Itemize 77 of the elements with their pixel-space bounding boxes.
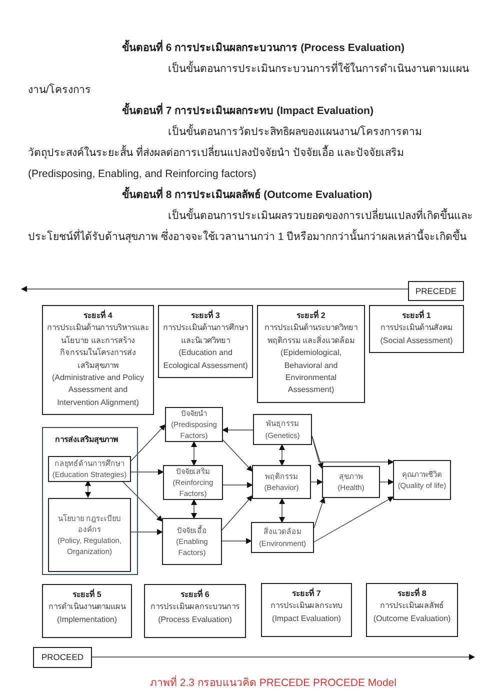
factor-box bbox=[48, 498, 131, 572]
box-text: (Implementation) bbox=[56, 614, 118, 626]
model-name: PROCEED bbox=[41, 651, 84, 664]
box-heading: ระยะที่ 1 bbox=[402, 310, 431, 322]
arrow bbox=[222, 495, 253, 530]
box-text: การประเมินด้านสังคม bbox=[380, 322, 452, 334]
factor-box bbox=[163, 465, 223, 500]
box-heading: ระยะที่ 8 bbox=[398, 588, 426, 600]
factor-box bbox=[162, 518, 222, 565]
section-heading: ขั้นตอนที่ 7 การประเมินผลกระทบ (Impact Evaluation) bbox=[28, 101, 473, 122]
arrow bbox=[130, 424, 166, 462]
box-text: (Administrative and Policy Assessment and Intervention Alignment) bbox=[50, 372, 146, 409]
arrow bbox=[130, 469, 164, 475]
phase-box bbox=[366, 583, 458, 637]
box-heading: ระยะที่ 7 bbox=[292, 588, 321, 600]
model-tag-box bbox=[408, 281, 464, 301]
box-text: การประเมินด้านการศึกษา และนิเวศวิทยา bbox=[163, 322, 248, 347]
factor-box bbox=[393, 460, 451, 500]
phase-box bbox=[261, 583, 352, 637]
box-heading: การส่งเสริมสุขภาพ bbox=[55, 434, 118, 446]
box-text: (Education and Ecological Assessment) bbox=[163, 347, 248, 372]
phase-box bbox=[144, 584, 246, 638]
box-text: การดำเนินงานตามแผน bbox=[48, 601, 126, 614]
group-box bbox=[42, 427, 138, 575]
factor-box bbox=[252, 465, 311, 499]
arrow bbox=[279, 498, 285, 523]
section-heading: ขั้นตอนที่ 6 การประเมินผลกระบวนการ (Process Evaluation) bbox=[28, 38, 473, 59]
factor-box bbox=[48, 456, 131, 482]
arrow bbox=[21, 286, 408, 292]
box-text: การประเมินด้านการบริหารและนโยบาย และการสร้างกิจกรรมในโครงการส่งเสริมสุขภาพ bbox=[47, 322, 149, 372]
box-text: (Epidemiological, Behavioral and Environmental Assessment) bbox=[280, 347, 342, 396]
model-name: PRECEDE bbox=[415, 284, 457, 298]
factor-box bbox=[251, 522, 314, 553]
box-text: การประเมินผลกระทบ bbox=[270, 600, 342, 612]
arrow bbox=[130, 529, 163, 535]
box-text: การประเมินผลลัพธ์ bbox=[380, 600, 444, 612]
paragraph: เป็นขั้นตอนการประเมินผลรวบยอดของการเปลี่ยนแปลงที่เกิดขึ้นและประโยชน์ที่ได้รับด้านสุขภาพ ซึ่งอาจจะใช้เวลานานกว่า 1 ปีหรือมากกว่านั้นกว่าผลเหล่านี้จะเกิดขึ้น bbox=[28, 207, 473, 245]
paragraph: เป็นขั้นตอนการวัดประสิทธิผลของแผนงาน/โครงการตามวัตถุประสงค์ในระยะสั้น ที่ส่งผลต่อการเปลี่ยนแปลงปัจจัยนำ ปัจจัยเอื้อ และปัจจัยเสริม (Predisposing, Enabling, and Reinforcing factors) bbox=[28, 123, 423, 182]
arrow bbox=[222, 538, 252, 544]
box-text: (Impact Evaluation) bbox=[272, 612, 341, 625]
factor-box bbox=[165, 407, 223, 442]
phase-box bbox=[158, 305, 253, 378]
box-text: (Outcome Evaluation) bbox=[373, 612, 451, 625]
factor-box bbox=[322, 466, 380, 498]
arrow bbox=[310, 479, 323, 485]
box-heading: ระยะที่ 2 bbox=[296, 310, 326, 322]
box-heading: ระยะที่ 4 bbox=[84, 310, 112, 322]
factor-box bbox=[253, 414, 312, 445]
arrow bbox=[279, 444, 285, 466]
phase-box bbox=[42, 584, 132, 638]
arrow bbox=[122, 480, 163, 522]
box-text: (Process Evaluation) bbox=[158, 614, 232, 626]
arrow bbox=[312, 436, 324, 469]
arrow bbox=[191, 441, 197, 466]
arrow bbox=[222, 427, 254, 433]
arrow bbox=[312, 436, 394, 465]
section-heading: ขั้นตอนที่ 8 การประเมินผลลัพธ์ (Outcome Evaluation) bbox=[28, 185, 473, 206]
box-text: การประเมินด้านระบาดวิทยาพฤติกรรม และสิ่งแวดล้อม bbox=[264, 322, 358, 347]
arrow bbox=[314, 496, 394, 542]
arrow bbox=[191, 499, 197, 519]
arrow bbox=[222, 440, 253, 472]
arrow bbox=[85, 480, 91, 498]
paragraph: เป็นขั้นตอนการประเมินกระบวนการที่ใช้ในการดำเนินงานตามแผนงาน/โครงการ bbox=[28, 60, 470, 98]
arrow bbox=[380, 479, 394, 485]
box-text: การประเมินผลกระบวนการ bbox=[150, 601, 240, 614]
phase-box bbox=[369, 305, 464, 353]
box-text: (Social Assessment) bbox=[380, 334, 453, 347]
figure-caption: ภาพที่ 2.3 กรอบแนวคิด PRECEDE PROCEDE Model bbox=[150, 676, 396, 691]
arrow bbox=[314, 497, 326, 528]
model-tag-box bbox=[33, 647, 92, 668]
box-heading: ระยะที่ 3 bbox=[191, 310, 220, 322]
box-heading: ระยะที่ 6 bbox=[180, 589, 210, 601]
phase-box bbox=[257, 305, 365, 403]
box-heading: ระยะที่ 5 bbox=[72, 589, 102, 601]
arrow bbox=[92, 654, 475, 660]
arrow bbox=[222, 482, 253, 488]
phase-box bbox=[42, 305, 154, 415]
